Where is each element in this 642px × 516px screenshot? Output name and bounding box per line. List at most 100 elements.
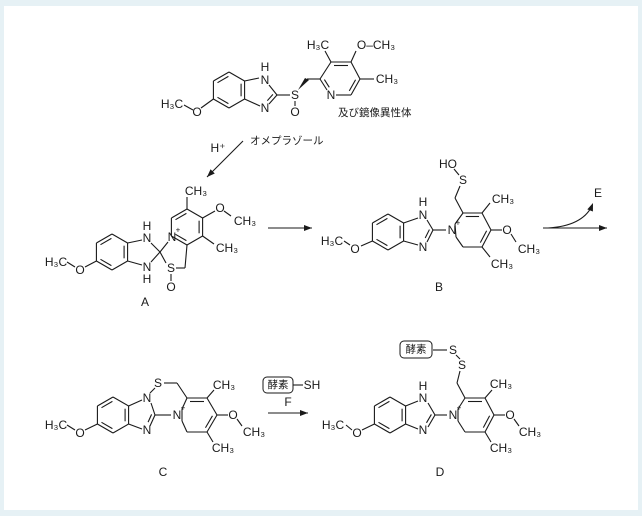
bond: [66, 424, 76, 431]
atom-och3: O–CH₃: [357, 38, 395, 52]
bond: [186, 235, 203, 246]
bond: [66, 261, 76, 268]
atom-n: N: [419, 240, 428, 254]
double-bond-inner: [378, 400, 390, 409]
atom-s: S: [449, 343, 457, 357]
atom-o: O: [75, 426, 84, 440]
bond: [456, 370, 461, 384]
atom-n: N: [143, 231, 152, 245]
bond: [319, 61, 332, 80]
double-bond-inner: [175, 212, 187, 221]
arrowhead: [587, 203, 593, 212]
atom-n: N: [419, 423, 428, 437]
bond: [484, 414, 495, 433]
bond: [427, 414, 436, 428]
bond: [324, 50, 332, 63]
atom-ch3: CH₃: [185, 184, 207, 198]
bond: [481, 202, 491, 214]
bond: [213, 98, 230, 109]
atom-n: N: [327, 88, 336, 102]
bond: [426, 219, 434, 231]
atom-s: S: [167, 261, 175, 275]
bond: [186, 208, 203, 219]
double-bond-inner: [147, 414, 153, 423]
double-bond-inner: [100, 258, 112, 267]
bond: [372, 240, 389, 251]
bond: [454, 197, 464, 214]
atom-ho: HO: [439, 157, 457, 171]
side-product-arrow: [547, 205, 593, 229]
bond: [454, 223, 457, 238]
bond: [97, 423, 114, 434]
atom-ch3: CH₃: [518, 242, 540, 256]
bond: [206, 397, 218, 416]
double-bond-inner: [323, 79, 330, 88]
bond: [228, 98, 245, 109]
enzyme-box: [399, 340, 433, 359]
atom-ch3: CH₃: [490, 441, 512, 455]
atom-o: O: [192, 105, 201, 119]
bond: [96, 260, 113, 271]
double-bond-inner: [426, 414, 432, 424]
atom-o: O: [75, 263, 84, 277]
atom-n: N: [261, 73, 270, 87]
atom-o: O: [215, 201, 224, 215]
reagent-label-f: F: [284, 395, 291, 409]
double-bond-inner: [101, 400, 113, 409]
atom-h: H: [261, 60, 270, 74]
atom-ch3: CH₃: [234, 214, 256, 228]
omeprazole-structure: H₃C O N H N S O N H₃C O–CH₃ CH₃ 及び鏡像異性体 …: [161, 38, 412, 147]
atom-ch3: CH₃: [376, 72, 398, 86]
atom-h3c: H₃C: [321, 234, 344, 248]
bond: [111, 233, 128, 244]
bond: [244, 98, 261, 107]
double-bond-inner: [378, 421, 390, 430]
bond: [202, 210, 216, 219]
bond: [176, 382, 188, 399]
atom-o: O: [352, 426, 361, 440]
bond: [159, 251, 167, 264]
arrowhead: [304, 225, 312, 231]
double-bond-inner: [376, 238, 388, 247]
bond: [112, 423, 129, 434]
atom-ch3: CH₃: [213, 378, 235, 392]
charge-plus: +: [176, 226, 181, 235]
double-bond-inner: [348, 79, 357, 92]
bond: [268, 84, 278, 96]
compound-c: H₃C O N S N N + CH₃ O CH₃ CH₃ C: [45, 376, 265, 479]
bond: [149, 414, 156, 427]
double-bond-inner: [204, 415, 213, 429]
bond: [128, 399, 143, 407]
bond: [244, 77, 260, 82]
bond: [149, 387, 156, 394]
atom-h: H: [419, 195, 428, 209]
atom-o: O: [502, 223, 511, 237]
atom-ch3: CH₃: [212, 441, 234, 455]
atom-o: O: [166, 280, 175, 294]
bond: [387, 240, 404, 251]
acid-reagent: H⁺: [211, 141, 226, 155]
atom-n: N: [261, 101, 270, 115]
bond: [206, 431, 214, 443]
compound-label-c: C: [159, 465, 168, 479]
bond: [96, 233, 113, 244]
atom-ch3: CH₃: [492, 192, 514, 206]
bond: [456, 382, 466, 399]
atom-o: O: [505, 408, 514, 422]
atom-h3c: H₃C: [161, 97, 184, 111]
bond: [171, 208, 188, 219]
bond: [405, 400, 419, 407]
atom-h: H: [419, 379, 428, 393]
bond: [372, 213, 389, 224]
bond: [484, 397, 495, 416]
bond: [213, 71, 230, 82]
bond: [457, 420, 466, 433]
bond: [360, 240, 373, 247]
bond: [181, 420, 188, 433]
bond: [112, 396, 129, 407]
bond: [426, 229, 434, 243]
double-bond-inner: [101, 421, 113, 430]
bond: [403, 217, 419, 224]
product-label-e: E: [594, 186, 602, 200]
